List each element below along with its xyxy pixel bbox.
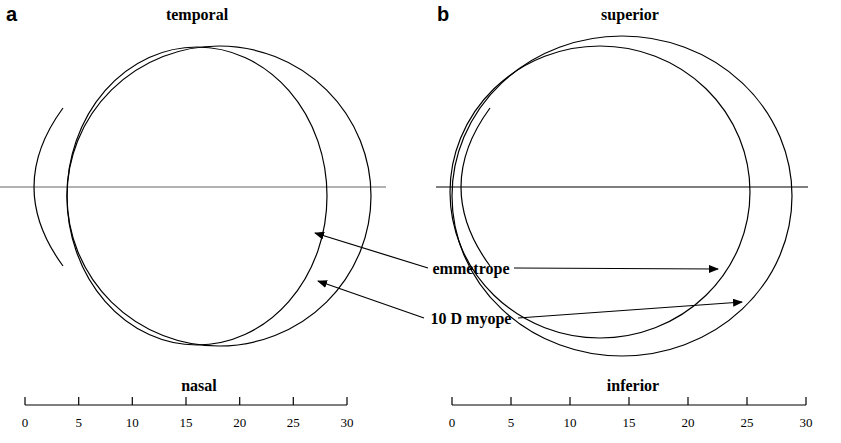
scale-number: 10 [126, 416, 139, 429]
scale-tick [569, 397, 570, 405]
scale-number: 20 [233, 416, 246, 429]
scale-number: 25 [741, 416, 754, 429]
scale-tick [628, 397, 629, 405]
scale-number: 15 [180, 416, 193, 429]
scale-tick [78, 397, 79, 405]
scale-number: 20 [682, 416, 695, 429]
callout-label: emmetrope [433, 261, 510, 277]
callout-label: 10 D myope [431, 311, 512, 327]
panel-letter: b [437, 4, 449, 24]
scale-number: 10 [564, 416, 577, 429]
leader-arrow [318, 281, 424, 318]
orientation-label: nasal [181, 378, 217, 394]
scale-tick [24, 397, 25, 405]
scale-tick [239, 397, 240, 405]
orientation-label: temporal [166, 7, 228, 23]
scale-tick [185, 397, 186, 405]
scale-tick [346, 397, 347, 405]
scale-tick [805, 397, 806, 405]
scale-number: 5 [75, 416, 82, 429]
scale-tick [510, 397, 511, 405]
panel-letter: a [6, 4, 17, 24]
scale-number: 5 [508, 416, 515, 429]
scale-number: 0 [22, 416, 29, 429]
cornea-arc [461, 108, 490, 266]
leader-arrow [315, 233, 428, 268]
scale-number: 30 [341, 416, 354, 429]
cornea-arc [34, 108, 63, 266]
myope-eye-outline [67, 46, 371, 346]
scale-tick [451, 397, 452, 405]
orientation-label: inferior [607, 378, 659, 394]
optical-axis [436, 186, 808, 187]
leader-arrow [514, 268, 718, 269]
scale-number: 15 [623, 416, 636, 429]
leader-arrow [518, 302, 742, 318]
scale-number: 25 [287, 416, 300, 429]
scale-tick [687, 397, 688, 405]
optical-axis [0, 186, 386, 187]
scale-tick [746, 397, 747, 405]
myope-eye-outline [452, 36, 792, 356]
scale-number: 0 [449, 416, 456, 429]
scale-tick [132, 397, 133, 405]
emmetrope-eye-outline [67, 47, 327, 345]
orientation-label: superior [601, 7, 659, 23]
scale-tick [293, 397, 294, 405]
scale-number: 30 [800, 416, 813, 429]
